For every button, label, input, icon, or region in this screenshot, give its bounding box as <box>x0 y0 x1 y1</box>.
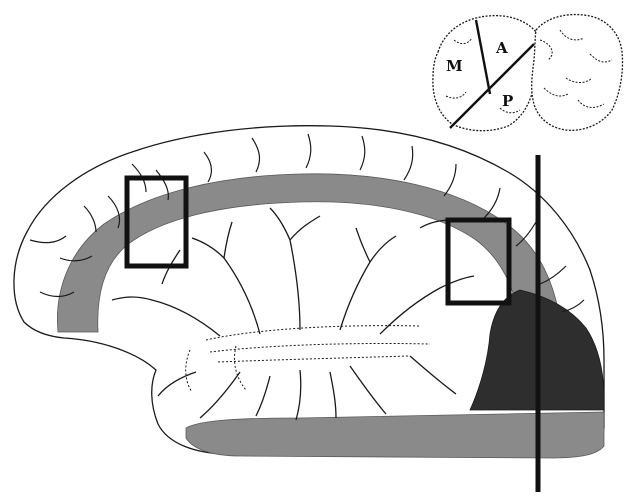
inset-label-a: A <box>495 39 508 57</box>
inset-right-hemisphere-outline <box>532 15 623 131</box>
inset-brain-sketch: M A P <box>433 15 623 131</box>
inset-label-p: P <box>502 92 513 110</box>
lower-gray-band <box>186 412 604 458</box>
inset-label-m: M <box>446 57 463 75</box>
medial-brain-view <box>14 126 604 492</box>
